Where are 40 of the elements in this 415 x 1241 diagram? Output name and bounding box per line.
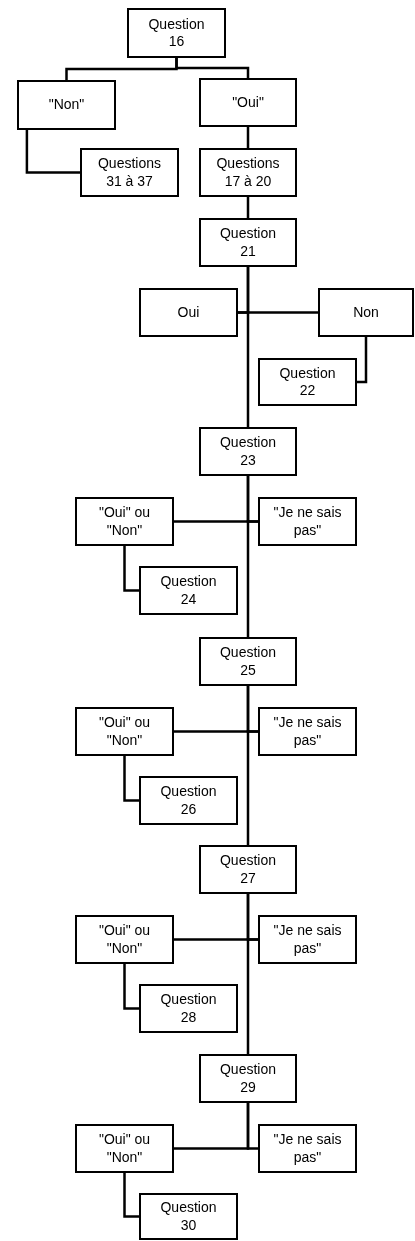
answer-box: Question 30 (139, 1193, 238, 1240)
answer-box: "Je ne sais pas" (258, 1124, 357, 1173)
answer-box: Question 16 (127, 8, 226, 58)
answer-box: "Oui" (199, 78, 297, 127)
answer-box: Oui (139, 288, 238, 337)
answer-box: Question 28 (139, 984, 238, 1033)
connector-line (123, 1173, 139, 1218)
connector-line (238, 311, 250, 427)
answer-box: "Je ne sais pas" (258, 915, 357, 964)
connector-line (357, 337, 368, 384)
connector-line (25, 130, 80, 174)
answer-box: Questions 17 à 20 (199, 148, 297, 197)
answer-box: "Oui" ou "Non" (75, 707, 174, 756)
answer-box: "Oui" ou "Non" (75, 1124, 174, 1173)
connector-line (246, 730, 258, 845)
answer-box: Question 24 (139, 566, 238, 615)
answer-box: "Non" (17, 80, 116, 130)
connector-line (175, 58, 250, 78)
answer-box: Questions 31 à 37 (80, 148, 179, 197)
answer-box: Question 25 (199, 637, 297, 686)
answer-box: "Oui" ou "Non" (75, 497, 174, 546)
connector-line (246, 197, 250, 218)
connector-line (246, 1103, 258, 1150)
connector-line (123, 756, 139, 802)
answer-box: Question 29 (199, 1054, 297, 1103)
answer-box: Question 22 (258, 358, 357, 406)
answer-box: Non (318, 288, 414, 337)
connector-line (246, 127, 250, 148)
answer-box: Question 27 (199, 845, 297, 894)
answer-box: "Oui" ou "Non" (75, 915, 174, 964)
answer-box: Question 26 (139, 776, 238, 825)
connector-line (123, 546, 139, 592)
connector-line (246, 520, 258, 637)
connector-line (246, 267, 318, 314)
answer-box: Question 21 (199, 218, 297, 267)
answer-box: Question 23 (199, 427, 297, 476)
answer-box: "Je ne sais pas" (258, 707, 357, 756)
connector-line (246, 938, 258, 1054)
answer-box: "Je ne sais pas" (258, 497, 357, 546)
connector-line (123, 964, 139, 1010)
